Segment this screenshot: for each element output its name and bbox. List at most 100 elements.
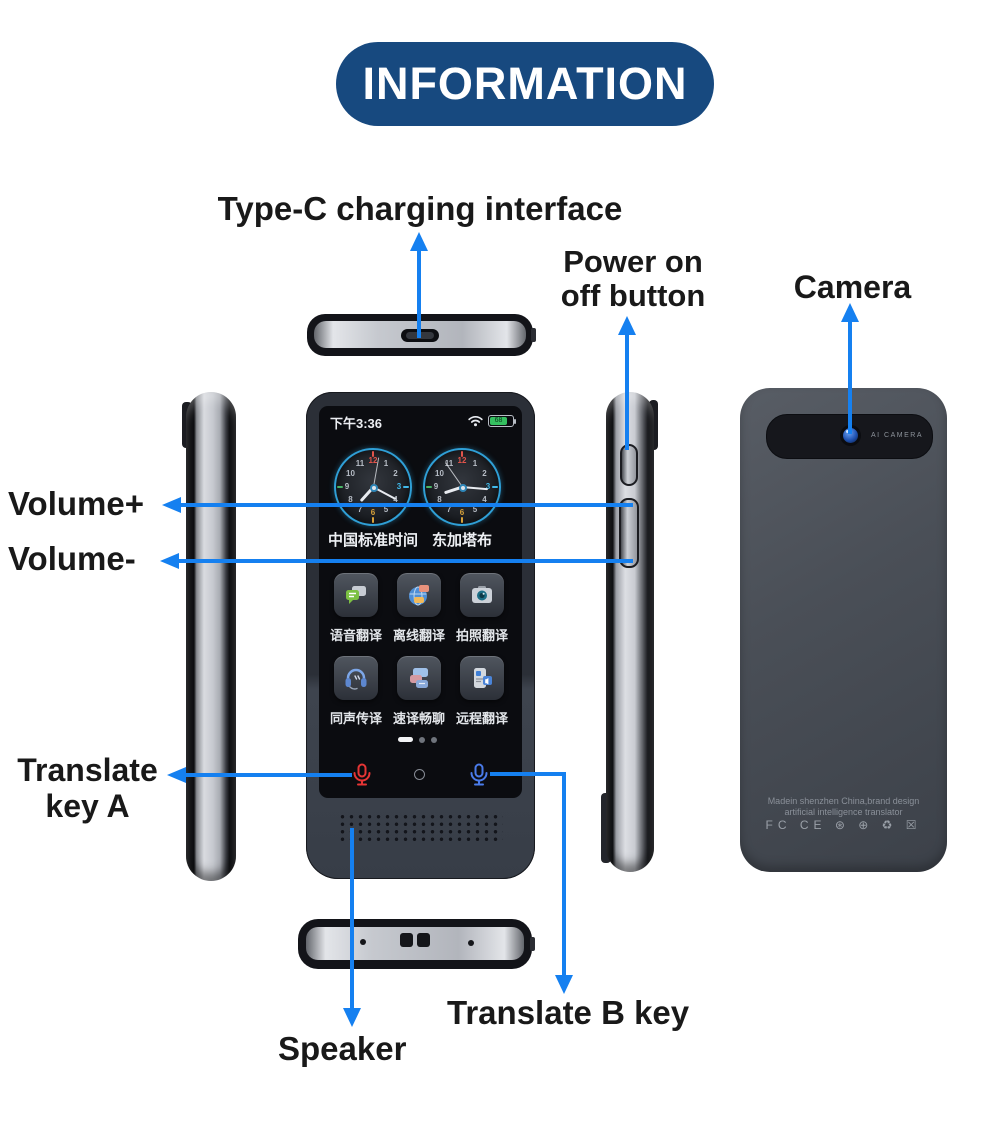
label-translate-a-line1: Translate <box>17 752 158 788</box>
speaker-grille <box>338 813 503 844</box>
clock-numeral: 3 <box>485 482 491 491</box>
app-label: 远程翻译 <box>455 711 508 726</box>
label-type-c: Type-C charging interface <box>217 190 623 227</box>
clock-numeral: 5 <box>383 504 389 514</box>
ai-camera-text: AI CAMERA <box>871 432 924 439</box>
app-tile-remote-translate <box>460 656 504 700</box>
clock-numeral: 2 <box>482 469 487 478</box>
home-indicator <box>414 769 425 780</box>
back-info-line1: Madein shenzhen China,brand design <box>767 796 920 806</box>
label-translate-b-key: Translate B key <box>447 994 690 1031</box>
clock-tick <box>337 486 343 488</box>
clock-numeral: 7 <box>357 504 363 514</box>
speaker-line <box>350 828 354 1009</box>
mic-hole-right <box>468 940 474 946</box>
app-tile-photo-translate <box>460 573 504 617</box>
battery-level-text: 68 <box>490 417 507 425</box>
app-label: 拍照翻译 <box>455 628 508 643</box>
clock-numeral: 8 <box>437 495 442 504</box>
clock-numeral: 11 <box>355 459 365 469</box>
clock-numeral: 10 <box>435 469 444 478</box>
label-power-line2: off button <box>560 278 706 313</box>
clock-numeral: 9 <box>344 482 350 491</box>
clock-numeral: 5 <box>472 504 478 514</box>
mic-hole-left <box>360 939 366 945</box>
translate-a-mic-icon <box>353 763 371 786</box>
power-button <box>620 444 638 486</box>
certification-marks: FC CE ⊛ ⊕ ♻ ☒ <box>765 818 922 832</box>
clock-tick <box>372 451 374 457</box>
app-label: 速译畅聊 <box>392 711 445 726</box>
globe-translate-icon <box>409 585 429 606</box>
clock-tick <box>426 486 432 488</box>
label-translate-key-a: Translate key A <box>0 752 175 824</box>
bottom-port-right <box>417 933 430 947</box>
app-tile-quick-chat <box>397 656 441 700</box>
label-translate-a-line2: key A <box>45 788 130 824</box>
type-c-arrow-icon <box>410 232 428 251</box>
bottom-side-nub <box>530 937 535 951</box>
clock-center-cap <box>459 484 467 492</box>
device-back-view: AI CAMERA Madein shenzhen China,brand de… <box>740 388 947 872</box>
camera-app-icon <box>472 586 492 603</box>
speaker-arrow-icon <box>343 1008 361 1027</box>
translate-a-line <box>185 773 352 777</box>
label-power-line1: Power on <box>563 244 703 279</box>
app-tile-offline-translate <box>397 573 441 617</box>
device-left-side-view <box>186 392 236 881</box>
lens-highlight <box>846 430 849 433</box>
banner-title: INFORMATION <box>362 58 688 109</box>
app-label: 语音翻译 <box>329 628 382 643</box>
power-line <box>625 334 629 450</box>
power-arrow-icon <box>618 316 636 335</box>
volume-plus-line <box>180 503 633 507</box>
translate-a-arrow-icon <box>167 767 186 783</box>
page-dot <box>431 737 437 743</box>
translate-b-line-v <box>562 772 566 976</box>
information-banner: INFORMATION <box>336 42 714 126</box>
volume-minus-arrow-icon <box>160 553 179 569</box>
clock-numeral: 2 <box>393 469 398 478</box>
label-volume-minus: Volume- <box>8 540 136 577</box>
clock-numeral: 8 <box>348 495 353 504</box>
back-info-line2: artificial intelligence translator <box>784 807 903 817</box>
app-label: 离线翻译 <box>392 628 445 643</box>
volume-rocker <box>619 498 639 568</box>
clock-numeral: 10 <box>346 469 355 478</box>
camera-lens <box>843 428 858 443</box>
clock-numeral: 11 <box>444 459 454 469</box>
clock-tick <box>461 517 463 523</box>
clock-label-china: 中国标准时间 <box>327 532 418 549</box>
status-bar-time: 下午3:36 <box>330 416 383 431</box>
camera-arrow-icon <box>841 303 859 322</box>
label-camera: Camera <box>793 269 912 305</box>
clock-numeral: 7 <box>446 504 452 514</box>
type-c-line <box>417 250 421 338</box>
label-power-button: Power on off button <box>538 245 728 313</box>
app-tile-simultaneous-interpretation <box>334 656 378 700</box>
wifi-icon <box>468 415 483 427</box>
label-speaker: Speaker <box>278 1030 407 1067</box>
remote-translate-icon <box>474 668 492 688</box>
clock-numeral: 12 <box>368 456 378 465</box>
bottom-metal-edge <box>306 927 524 960</box>
label-volume-plus: Volume+ <box>8 485 145 522</box>
device-bottom-view <box>298 919 535 969</box>
back-info-text: Madein shenzhen China,brand design artif… <box>740 796 947 818</box>
clock-tick <box>461 451 463 457</box>
clock-numeral: 1 <box>383 459 389 469</box>
volume-plus-arrow-icon <box>162 497 181 513</box>
app-label: 同声传译 <box>329 711 382 726</box>
clock-numeral: 4 <box>482 495 487 504</box>
translate-b-mic-icon <box>470 763 488 786</box>
translate-b-arrow-icon <box>555 975 573 994</box>
headphones-icon <box>345 668 367 690</box>
page-dot-active <box>398 737 413 742</box>
bottom-port-left <box>400 933 413 947</box>
app-tile-voice-translate <box>334 573 378 617</box>
clock-numeral: 6 <box>370 508 376 517</box>
